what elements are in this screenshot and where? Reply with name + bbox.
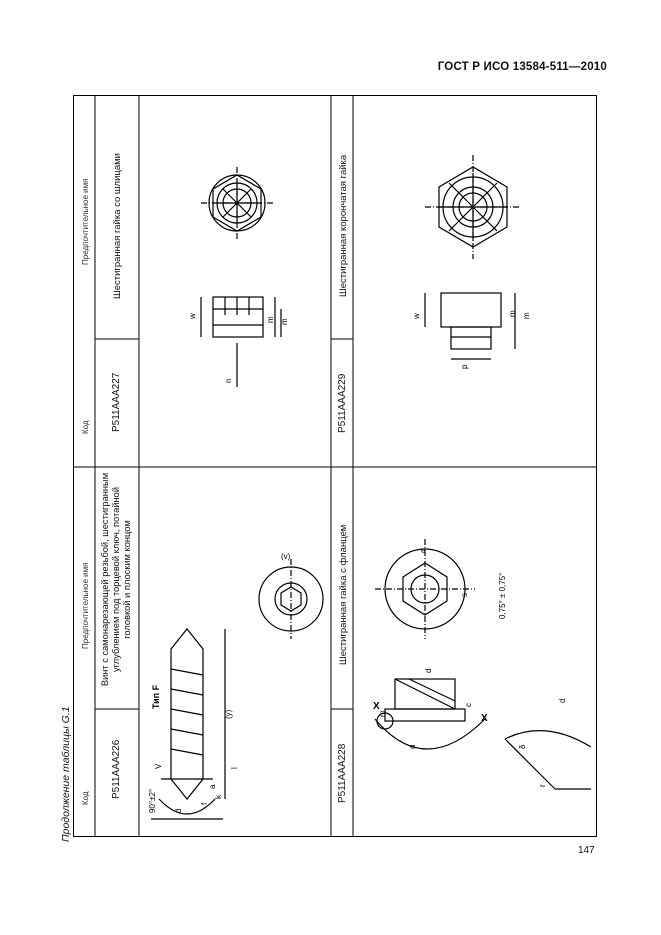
dimension-label: e	[421, 546, 426, 555]
dimension-label: m	[522, 312, 531, 319]
code-cell: P511AAA228	[337, 743, 348, 803]
name-cell: Шестигранная гайка со шлицами	[112, 153, 123, 299]
header-preferred-name: Предпочтительное имя	[81, 178, 90, 265]
dimension-label: r	[538, 784, 547, 787]
table-caption: Продолжение таблицы G.1	[60, 706, 72, 842]
slotted-hex-nut-drawing: w m m n	[188, 167, 289, 387]
dimension-label: δ	[518, 744, 527, 749]
header-code: Код	[81, 791, 90, 805]
self-tapping-screw-drawing: (v) (y) l a k f d 90°±2° V Тип F	[148, 552, 324, 820]
code-cell: P511AAA227	[111, 372, 122, 432]
name-cell: Винт с самонарезающей резьбой, шестигран…	[100, 472, 133, 687]
type-label: Тип F	[151, 684, 161, 709]
page-number: 147	[578, 845, 595, 856]
dimension-label: a	[208, 784, 217, 789]
dimension-label: w	[412, 313, 421, 320]
castle-hex-nut-drawing: w m m p	[412, 155, 531, 369]
dimension-label: d	[408, 745, 417, 749]
dimension-label: w	[188, 313, 197, 320]
dimension-label: d	[424, 669, 433, 673]
dimension-label: (y)	[224, 709, 233, 719]
dimension-label: d	[174, 809, 183, 813]
table-g1: Код Предпочтительное имя Код Предпочтите…	[73, 95, 597, 837]
name-line: головкой и плоским концом	[121, 520, 132, 639]
standard-designation: ГОСТ Р ИСО 13584-511—2010	[437, 61, 607, 73]
dimension-label: m	[280, 318, 289, 325]
section-marker: X	[481, 713, 488, 724]
header-preferred-name: Предпочтительное имя	[81, 562, 90, 649]
code-cell: P511AAA226	[111, 739, 122, 799]
dimension-label: c	[464, 703, 473, 707]
dimension-label: k	[214, 794, 223, 799]
dimension-label: n	[224, 379, 233, 383]
header-code: Код	[81, 420, 90, 434]
name-line: углублением под торцевой ключ, потайной	[110, 486, 121, 673]
dimension-label: m	[266, 316, 275, 323]
dimension-label: m	[378, 710, 387, 717]
dimension-label: d	[558, 699, 567, 703]
dimension-label: p	[460, 364, 469, 369]
dimension-label: f	[200, 802, 209, 805]
section-marker: X	[373, 701, 380, 712]
dimension-label: 0,75° ± 0,75°	[498, 573, 507, 619]
table-grid	[73, 95, 597, 837]
dimension-label: m	[508, 310, 517, 317]
flange-nut-drawing: X X e s m c d d 0,75° ± 0,75° δ r d	[373, 539, 592, 790]
dimension-label: V	[154, 763, 163, 769]
dimension-label: (v)	[281, 552, 291, 561]
dimension-label: l	[230, 767, 239, 769]
dimension-label: 90°±2°	[148, 789, 157, 813]
dimension-label: s	[460, 593, 469, 597]
name-cell: Шестигранная гайка с фланцем	[338, 524, 349, 665]
name-cell: Шестигранная корончатая гайка	[338, 154, 349, 297]
name-line: Винт с самонарезающей резьбой, шестигран…	[100, 472, 110, 687]
code-cell: P511AAA229	[337, 373, 348, 433]
